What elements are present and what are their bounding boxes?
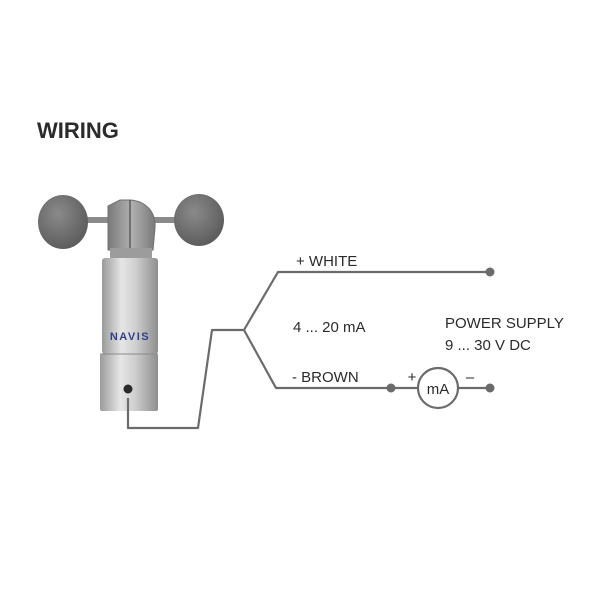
brown-wire-label: - BROWN [292, 369, 359, 386]
anemometer-body [102, 258, 158, 354]
anemometer-connector [100, 354, 158, 411]
current-range-label: 4 ... 20 mA [293, 319, 366, 336]
power-supply-voltage: 9 ... 30 V DC [445, 337, 531, 354]
page-title: WIRING [37, 118, 119, 143]
anemometer-hub [107, 199, 156, 251]
brown-terminal [386, 383, 396, 393]
anemometer-arm-right [152, 217, 182, 223]
power-supply-title: POWER SUPPLY [445, 315, 564, 332]
device-brand: NAVIS [110, 331, 150, 343]
white-wire [243, 270, 490, 331]
milliammeter-label: mA [427, 381, 450, 398]
meter-minus-sign: – [466, 369, 475, 386]
sensor-cable [126, 328, 244, 430]
anemometer-cup-right [174, 194, 224, 246]
anemometer-cup-left [38, 195, 88, 249]
anemometer: NAVIS [38, 194, 224, 411]
supply-negative-terminal [485, 383, 495, 393]
connector-port [123, 384, 133, 394]
brown-wire [243, 329, 418, 390]
anemometer-neck [110, 248, 152, 260]
white-terminal [485, 267, 495, 277]
anemometer-arm-left [80, 217, 110, 223]
meter-plus-sign: + [408, 369, 417, 386]
white-wire-label: + WHITE [296, 253, 357, 270]
